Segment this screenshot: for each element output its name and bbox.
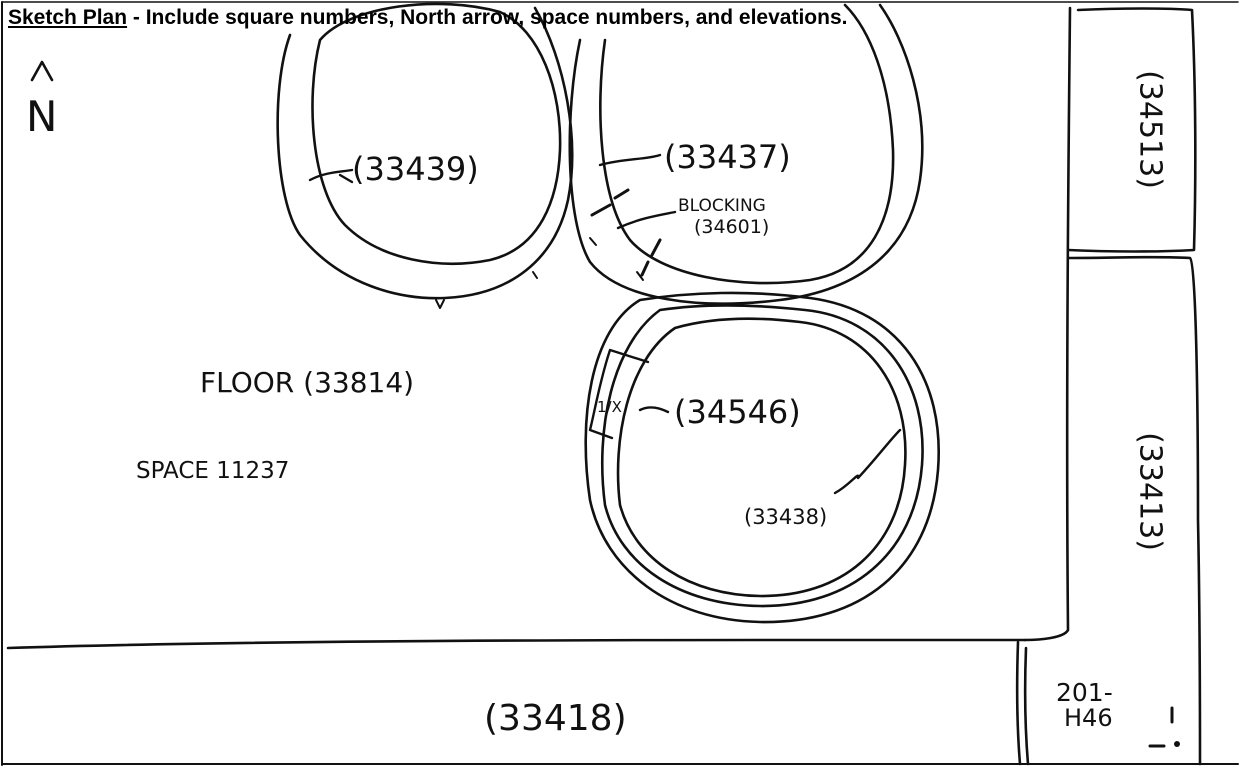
label-elevation-line2: H46 — [1064, 704, 1113, 732]
circle-s-middle — [600, 304, 924, 608]
circle-ne-tick-2 — [636, 271, 644, 281]
label-elevation-line1: 201- — [1056, 678, 1113, 707]
label-right-mid: (33413) — [1132, 432, 1168, 551]
circle-nw-inner — [311, 2, 562, 265]
divider-bottom — [1015, 640, 1022, 766]
label-bottom-strip: (33418) — [484, 698, 627, 739]
circle-nw-tick — [435, 299, 445, 309]
circle-ne-inner — [599, 3, 895, 285]
north-letter: N — [26, 92, 58, 141]
circle-s-wedge — [588, 348, 650, 440]
label-blocking-word: BLOCKING — [678, 196, 766, 216]
elevation-mark — [1148, 706, 1174, 748]
blocking-dash — [590, 188, 662, 277]
leader-33438 — [833, 428, 902, 495]
label-right-top: (34513) — [1132, 70, 1168, 189]
circle-ne-outer — [568, 3, 924, 305]
label-circle-ne: (33437) — [664, 138, 791, 176]
circle-nw-tick-2 — [532, 271, 538, 279]
label-circle-s-inner: (33438) — [744, 505, 828, 529]
label-circle-s: (34546) — [674, 393, 801, 431]
north-arrow-head — [30, 60, 54, 82]
leader-blocking — [616, 210, 677, 230]
leader-33439 — [308, 168, 354, 184]
circle-s-outer — [584, 291, 940, 624]
room-right-wall — [1023, 6, 1072, 642]
circle-nw-outer — [276, 6, 574, 300]
label-blocking-num: (34601) — [694, 216, 770, 238]
box-34513-outline — [1066, 7, 1197, 253]
box-33413-outline — [1066, 255, 1202, 766]
divider-bottom-2 — [1023, 646, 1030, 766]
label-circle-nw: (33439) — [352, 150, 479, 188]
label-space: SPACE 11237 — [136, 458, 290, 484]
circle-s-inner — [616, 317, 907, 598]
label-floor: FLOOR (33814) — [200, 366, 415, 399]
elevation-dot — [1174, 741, 1180, 747]
title-underlined: Sketch Plan — [8, 6, 128, 29]
title-rest: - Include square numbers, North arrow, s… — [127, 6, 848, 29]
label-hatch-fraction: 1/X — [597, 398, 622, 416]
leader-33437 — [598, 153, 662, 167]
page-title: Sketch Plan - Include square numbers, No… — [8, 6, 847, 30]
circle-ne-tick — [589, 237, 597, 246]
bottom-wall-line — [6, 638, 1027, 650]
leader-34546 — [638, 406, 670, 414]
